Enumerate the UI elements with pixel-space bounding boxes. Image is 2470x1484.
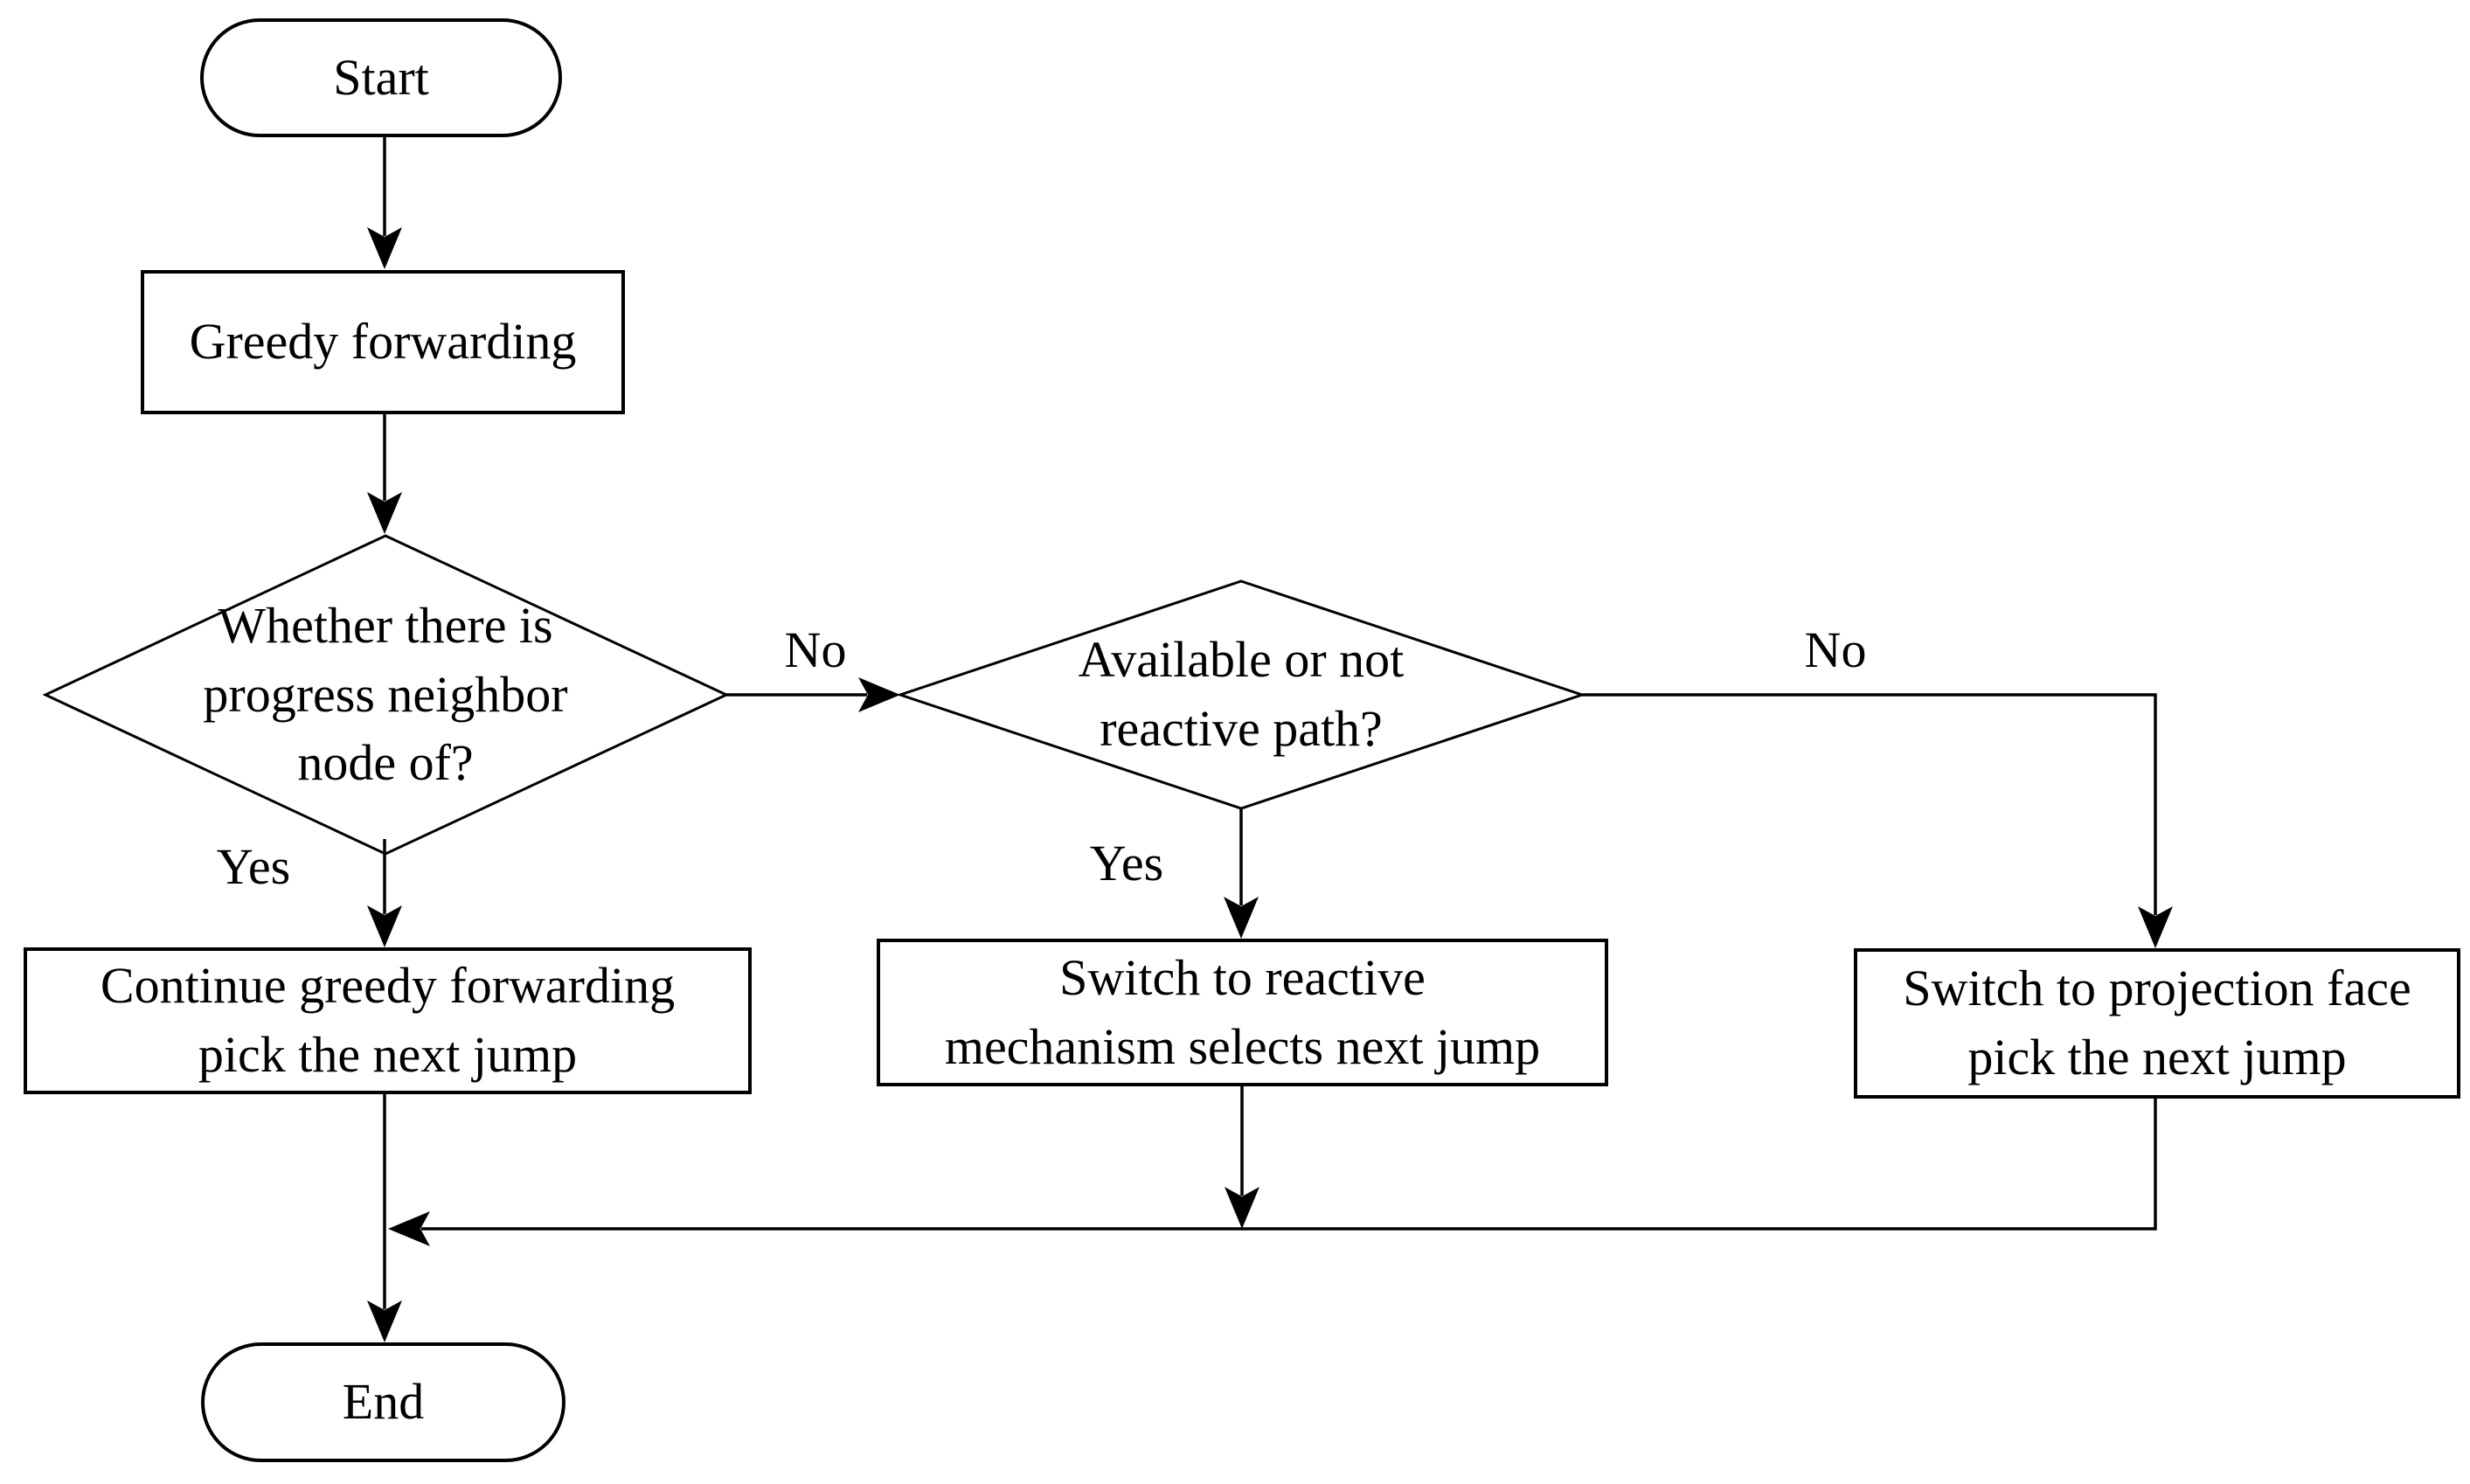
edge-switch-projection-to-merge: [388, 1099, 2157, 1246]
continue-greedy-node: Continue greedy forwarding pick the next…: [24, 947, 752, 1094]
reactive-no-label: No: [1804, 621, 1867, 678]
end-node: End: [201, 1342, 565, 1462]
greedy-forwarding-node: Greedy forwarding: [141, 270, 625, 414]
progress-no-label: No: [784, 621, 847, 678]
switch-projection-node: Switch to projection face pick the next …: [1854, 948, 2460, 1099]
reactive-path-decision-text: Available or not reactive path?: [1078, 631, 1405, 757]
progress-neighbor-decision-text: Whether there is progress neighbor node …: [203, 596, 568, 792]
edge-reactive-no-to-switch-projection: [1582, 693, 2173, 948]
progress-yes-label: Yes: [216, 838, 291, 895]
switch-reactive-node: Switch to reactive mechanism selects nex…: [877, 939, 1608, 1086]
start-node: Start: [200, 18, 562, 137]
reactive-yes-label: Yes: [1089, 835, 1164, 891]
